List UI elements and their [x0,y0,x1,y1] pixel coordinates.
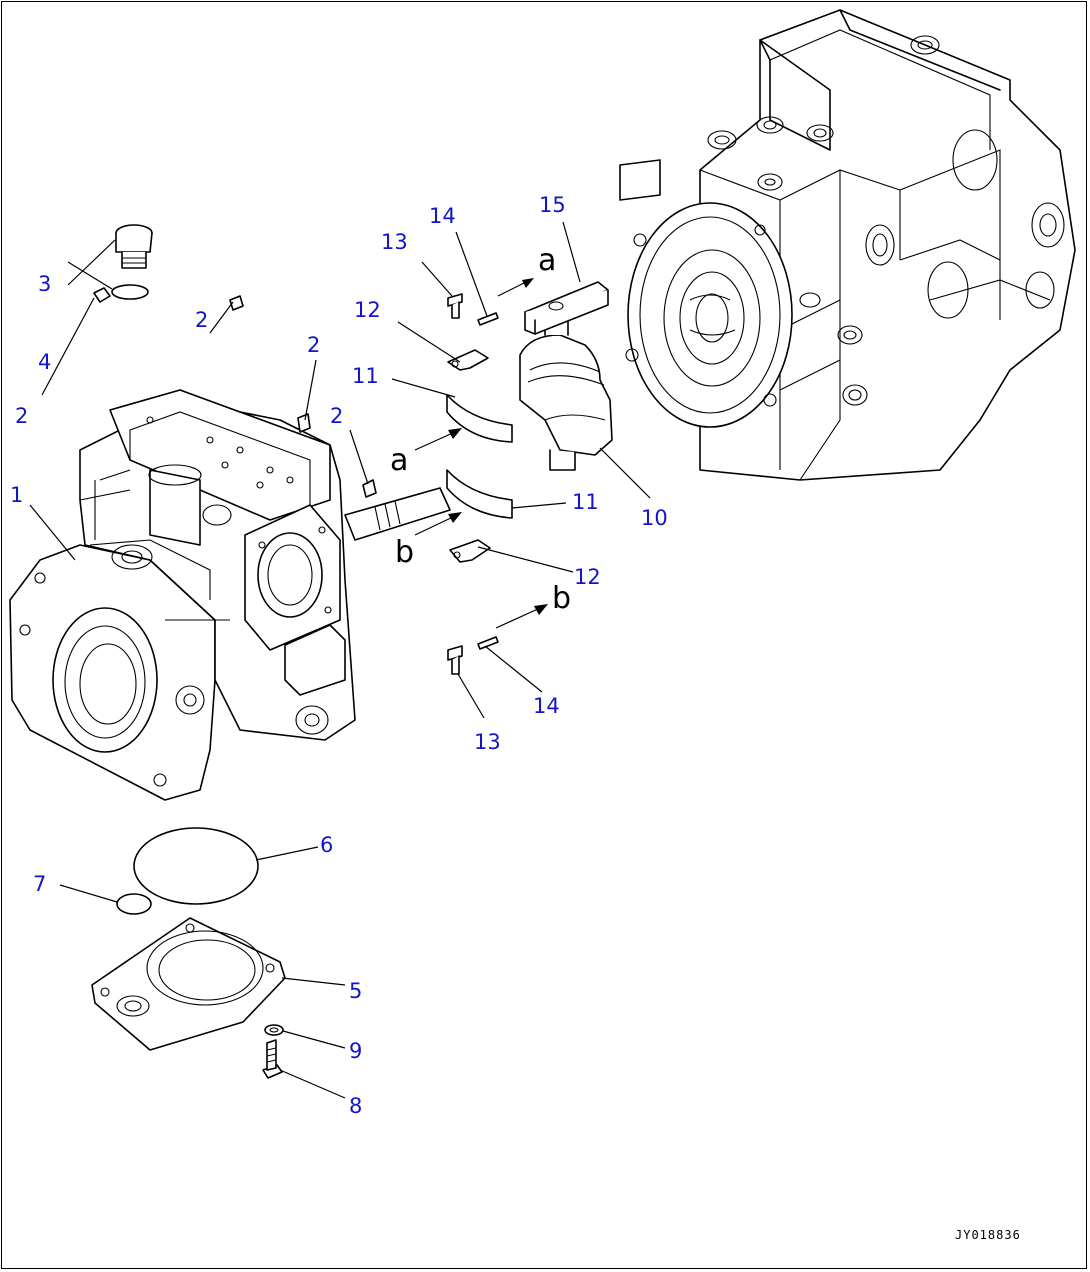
rocker-cam-part-10 [519,312,613,471]
pump-assembly-outline [619,9,1076,481]
callout-13-top: 13 [381,230,408,254]
callout-8: 8 [349,1094,362,1118]
shoe-part-11 [446,394,513,519]
callout-11-bottom: 11 [572,490,599,514]
callout-12-top: 12 [354,298,381,322]
callout-5: 5 [349,979,362,1003]
callout-1: 1 [10,483,23,507]
callout-10: 10 [641,506,668,530]
callout-14-top: 14 [429,204,456,228]
leader-lines [29,221,651,1099]
plug-part-3 [115,224,153,269]
callout-2-top: 2 [195,308,208,332]
callout-4: 4 [38,350,51,374]
callout-12-bottom: 12 [574,565,601,589]
retainer-part-12 [447,349,491,563]
callout-14-bottom: 14 [533,694,560,718]
cover-part-5 [91,917,286,1051]
callout-9: 9 [349,1039,362,1063]
callout-2-mid: 2 [307,333,320,357]
bolt-part-13 [447,293,463,675]
shaft-part [344,487,451,541]
ref-arrows [414,278,548,629]
reference-letters: a a b b [390,243,571,616]
washer-part-9 [264,1024,284,1036]
pump-case [9,389,356,801]
o-ring-part-6 [133,827,259,905]
bolt-part-8 [262,1039,283,1079]
ref-letter-a-left: a [390,443,408,478]
pin-part-14 [477,312,499,650]
callout-7: 7 [33,872,46,896]
callout-11-top: 11 [352,364,379,388]
block-part-15 [524,281,609,335]
ref-letter-b-left: b [395,535,414,570]
ref-letter-b-right: b [552,581,571,616]
document-id: JY018836 [955,1228,1021,1242]
callout-labels: 1 2 2 2 2 3 4 5 6 7 8 9 10 11 11 12 12 1… [10,193,668,1118]
callout-3: 3 [38,272,51,296]
ref-letter-a-top: a [538,243,556,278]
callout-2-left: 2 [15,404,28,428]
plug-part-2 [93,287,377,498]
callout-15: 15 [539,193,566,217]
callout-2-right: 2 [330,404,343,428]
o-ring-part-7 [116,893,152,915]
callout-13-bottom: 13 [474,730,501,754]
callout-6: 6 [320,833,333,857]
o-ring-part-4 [111,284,149,300]
